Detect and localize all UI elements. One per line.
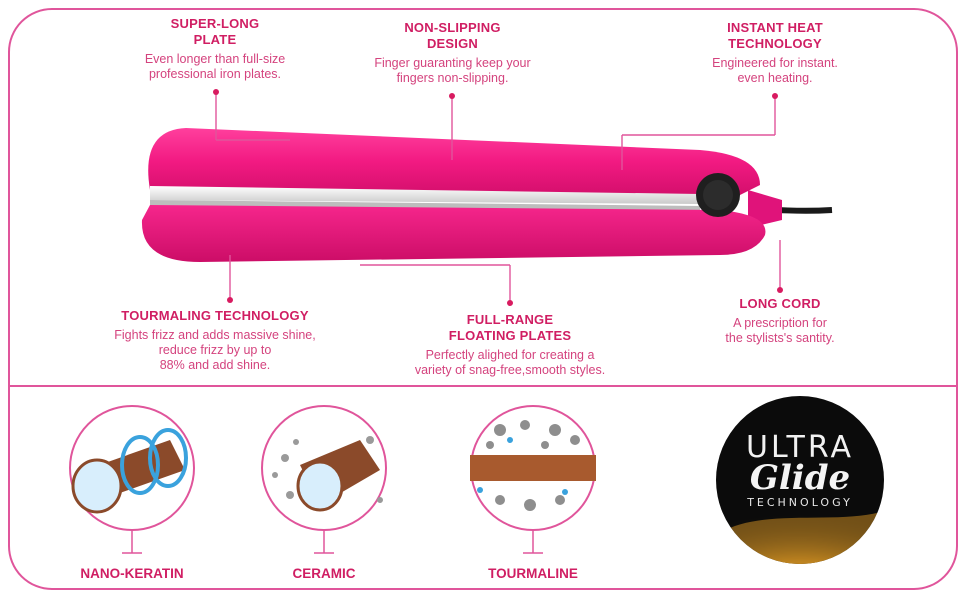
iron-top-arm (148, 128, 760, 195)
feature-long-cord: LONG CORD A prescription for the stylist… (705, 296, 855, 346)
iron-bottom-arm (141, 205, 766, 262)
label-tourmaline: TOURMALINE (488, 566, 578, 581)
feature-non-slipping: NON-SLIPPING DESIGN Finger guaranting ke… (360, 20, 545, 86)
label-ceramic: CERAMIC (292, 566, 356, 581)
feature-title: INSTANT HEAT TECHNOLOGY (727, 20, 823, 51)
logo-text-ultra: ULTRA (745, 430, 855, 465)
cord-joint (748, 190, 782, 228)
section-divider (10, 385, 958, 387)
feature-title: FULL-RANGE FLOATING PLATES (448, 312, 572, 343)
logo-text-glide: Glide (749, 458, 851, 498)
feature-desc: Fights frizz and adds massive shine, red… (114, 328, 316, 372)
feature-floating-plates: FULL-RANGE FLOATING PLATES Perfectly ali… (400, 312, 620, 378)
feature-desc: Finger guaranting keep your fingers non-… (374, 56, 531, 85)
nano-keratin-illustration (69, 405, 195, 554)
feature-desc: Perfectly alighed for creating a variety… (414, 348, 606, 377)
feature-tourmaling: TOURMALING TECHNOLOGY Fights frizz and a… (100, 308, 330, 373)
feature-title: SUPER-LONG PLATE (170, 16, 260, 47)
label-nano-keratin: NANO-KERATIN (80, 566, 184, 581)
tourmaline-illustration (470, 405, 596, 554)
logo-text-technology: TECHNOLOGY (747, 496, 853, 509)
ceramic-illustration (261, 405, 387, 554)
feature-super-long: SUPER-LONG PLATE Even longer than full-s… (130, 16, 300, 82)
outer-frame (8, 8, 958, 590)
ultra-glide-logo: ULTRA Glide TECHNOLOGY (716, 396, 884, 564)
feature-title: NON-SLIPPING DESIGN (404, 20, 501, 51)
feature-title: TOURMALING TECHNOLOGY (121, 308, 309, 323)
feature-instant-heat: INSTANT HEAT TECHNOLOGY Engineered for i… (695, 20, 855, 86)
feature-desc: Even longer than full-size professional … (144, 52, 286, 81)
heating-plate-top (150, 186, 700, 204)
feature-desc: Engineered for instant. even heating. (712, 56, 838, 85)
feature-desc: A prescription for the stylists's santit… (725, 316, 835, 345)
feature-title: LONG CORD (739, 296, 821, 311)
